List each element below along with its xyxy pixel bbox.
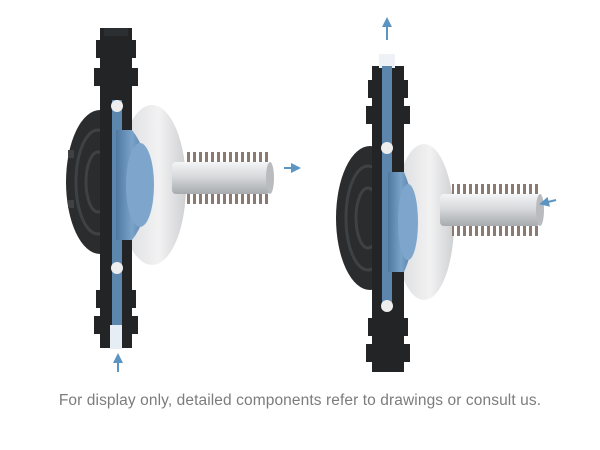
left-pump-valve-ball-top [111, 100, 123, 112]
left-pump-shaft [172, 152, 274, 204]
right-pump [336, 54, 544, 372]
caption-text: For display only, detailed components re… [58, 392, 542, 409]
arrow-left-icon [539, 196, 557, 207]
right-pump-shaft [440, 184, 544, 236]
left-pump [66, 28, 274, 349]
left-pump-fluid [110, 100, 154, 349]
left-pump-valve-ball-bottom [111, 262, 123, 274]
right-pump-diaphragm [394, 144, 454, 300]
right-pump-valve-ball-bottom [381, 300, 393, 312]
right-pump-valve-ball-top [381, 142, 393, 154]
right-pump-fluid [379, 54, 418, 306]
